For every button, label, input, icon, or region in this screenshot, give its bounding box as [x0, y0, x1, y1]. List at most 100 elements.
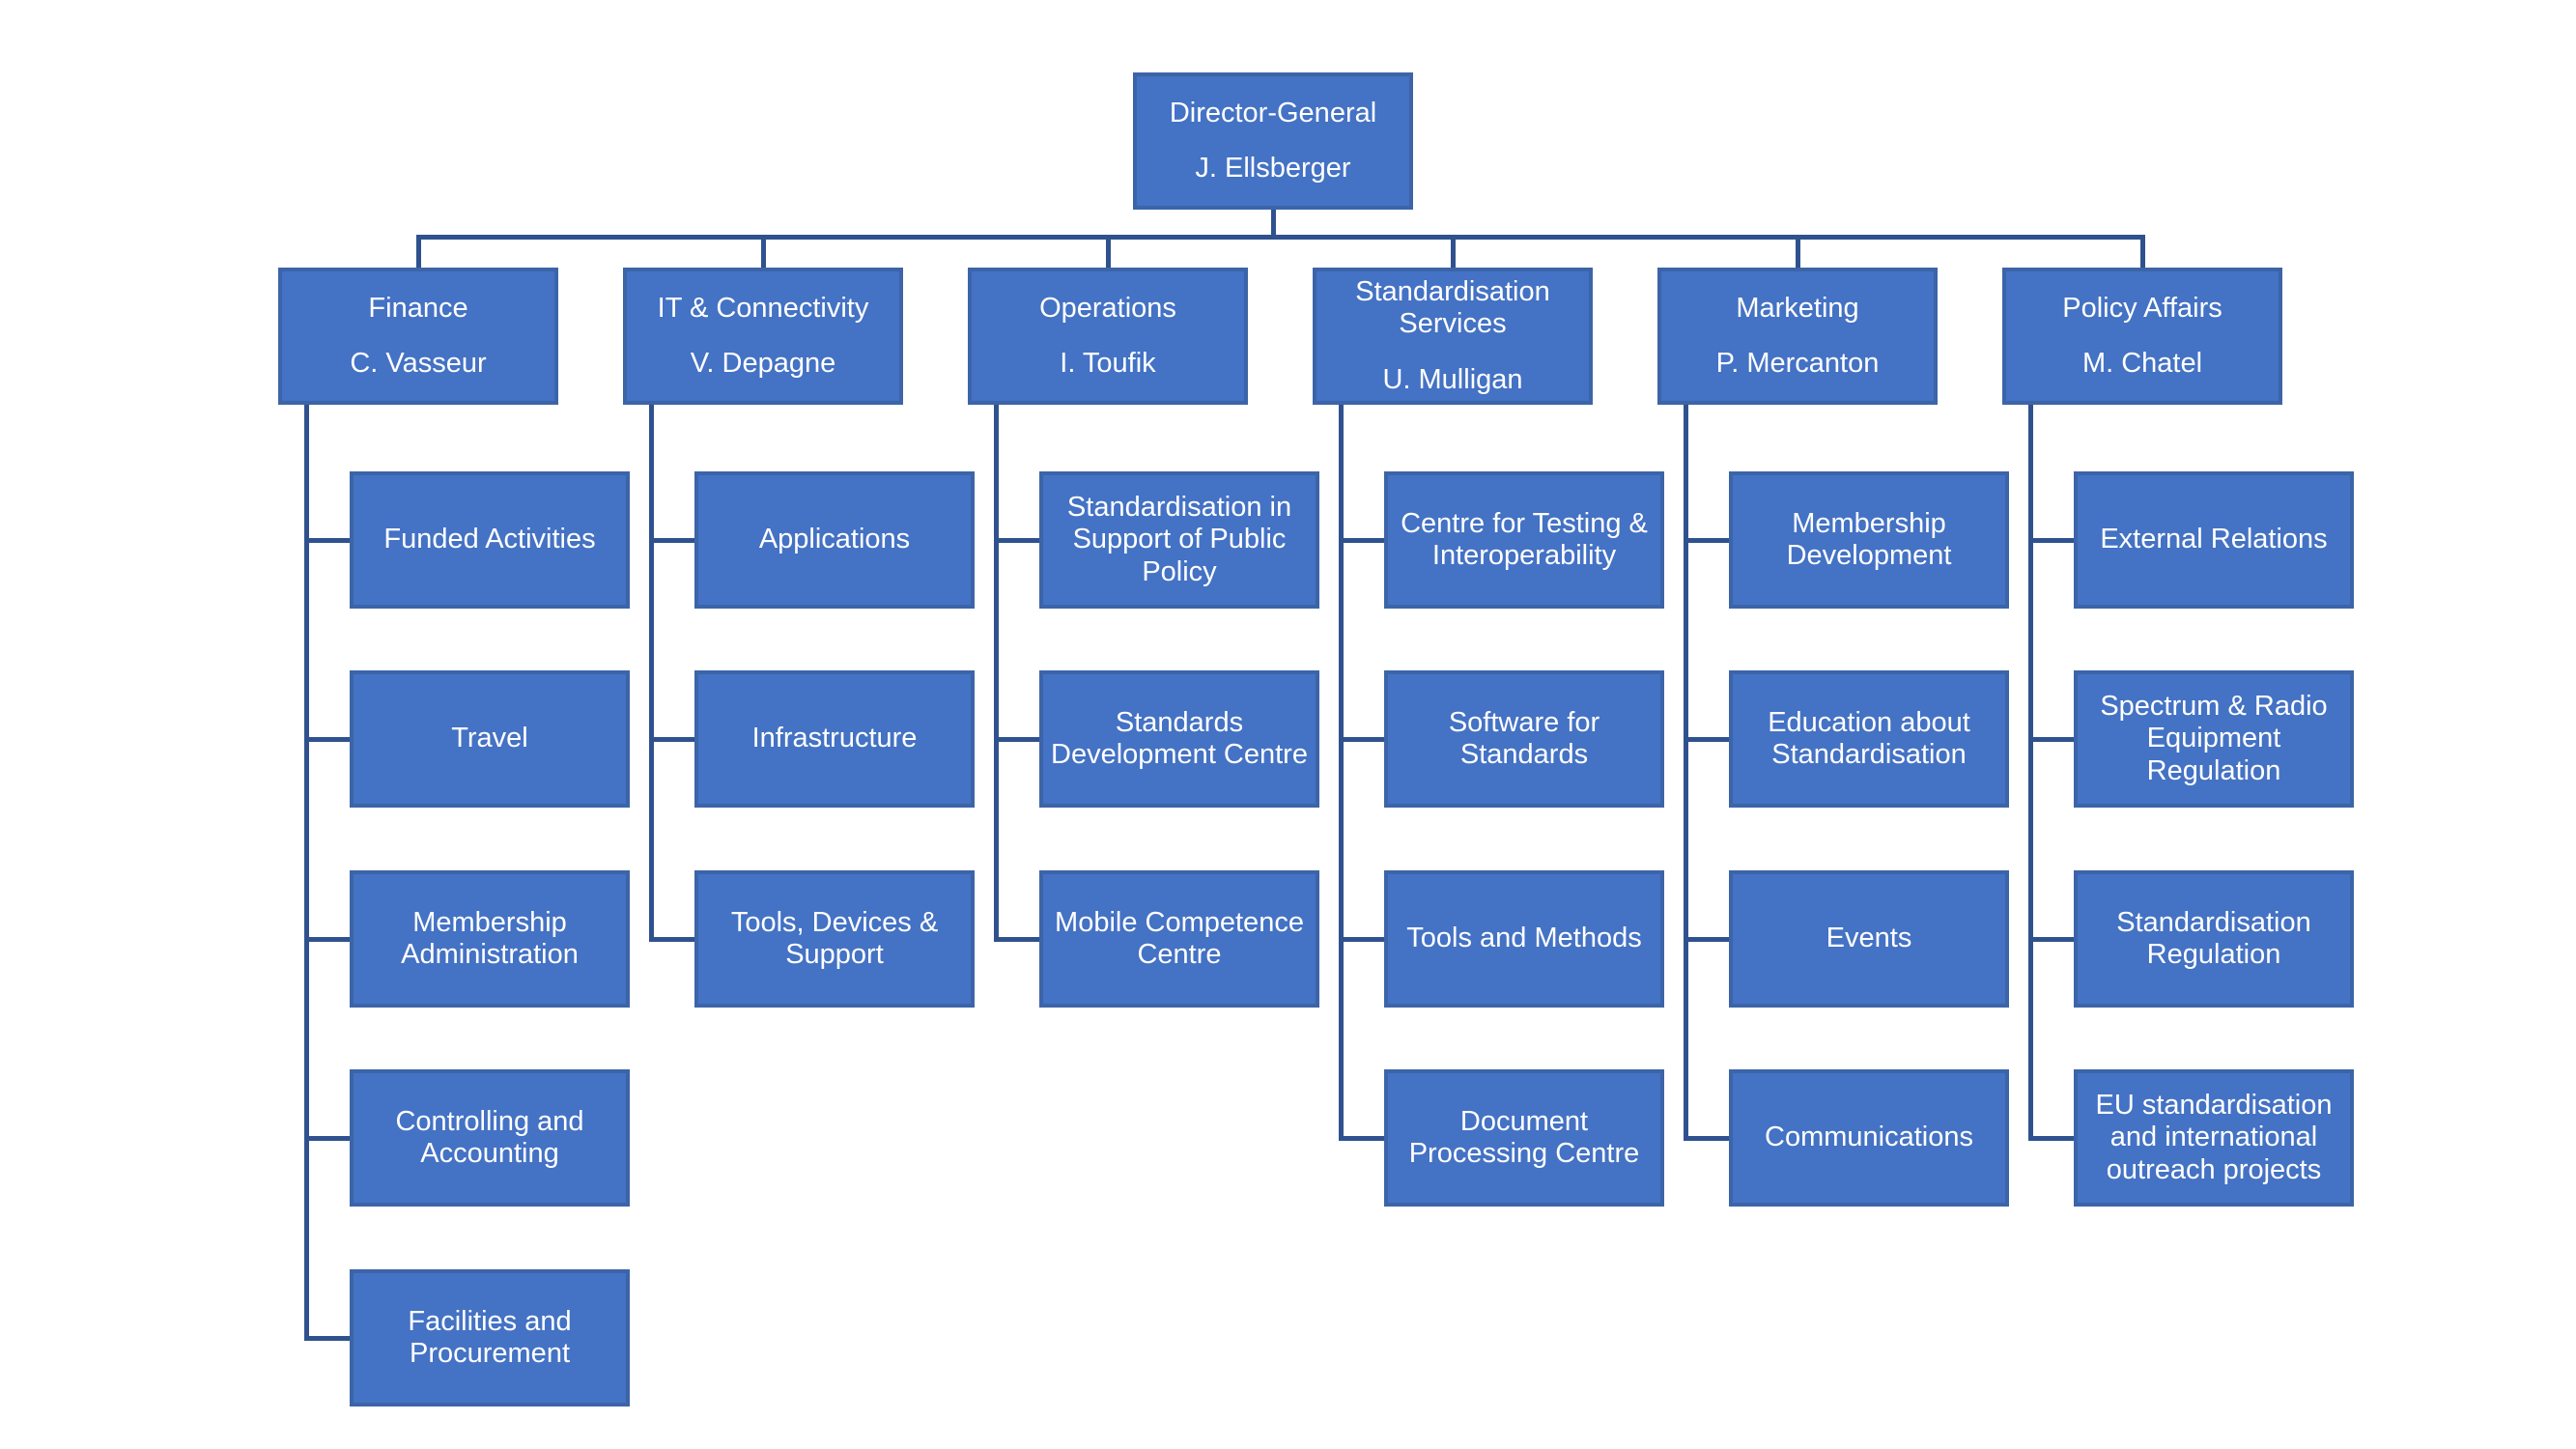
org-box-facilities-and-procurement: Facilities and Procurement — [350, 1269, 630, 1406]
connector-flowline — [415, 235, 2145, 240]
root-person: J. Ellsberger — [1195, 153, 1351, 184]
unit-label: Applications — [758, 524, 911, 555]
org-box-tools-and-methods: Tools and Methods — [1384, 870, 1664, 1008]
org-box-standardisation-regulation: Standardisation Regulation — [2074, 870, 2354, 1008]
unit-label: Tools, Devices & Support — [730, 906, 939, 970]
connector-tick-centre-for-testing-interoperability — [1339, 537, 1384, 543]
connector-tick-tools-devices-support — [649, 936, 694, 942]
dept-title: Finance — [368, 292, 468, 324]
connector-tick-external-relations — [2028, 537, 2074, 543]
dept-title: Policy Affairs — [2062, 292, 2222, 324]
org-box-funded-activities: Funded Activities — [350, 471, 630, 609]
dept-title: IT & Connectivity — [657, 292, 869, 324]
connector-tick-education-about-standardisation — [1684, 736, 1729, 742]
unit-label: EU standardisation and international out… — [2095, 1089, 2333, 1185]
connector-stub-standardisation-services — [1450, 240, 1456, 268]
org-box-eu-standardisation-and-international-outreach-projects: EU standardisation and international out… — [2074, 1069, 2354, 1207]
connector-tick-membership-administration — [304, 936, 350, 942]
unit-label: Centre for Testing & Interoperability — [1401, 507, 1648, 571]
connector-tick-facilities-and-procurement — [304, 1335, 350, 1341]
connector-vline-standardisation-services — [1339, 405, 1344, 1141]
unit-label: Controlling and Accounting — [395, 1105, 584, 1169]
org-box-education-about-standardisation: Education about Standardisation — [1729, 670, 2009, 808]
dept-title: Marketing — [1736, 292, 1859, 324]
connector-tick-standardisation-in-support-of-public-policy — [994, 537, 1039, 543]
connector-tick-applications — [649, 537, 694, 543]
org-box-spectrum-radio-equipment-regulation: Spectrum & Radio Equipment Regulation — [2074, 670, 2354, 808]
unit-label: Communications — [1765, 1122, 1973, 1153]
connector-tick-communications — [1684, 1135, 1729, 1141]
connector-stub-it-connectivity — [760, 240, 766, 268]
connector-tick-eu-standardisation-and-international-outreach-projects — [2028, 1135, 2074, 1141]
org-box-finance: Finance C. Vasseur — [278, 268, 558, 405]
org-box-software-for-standards: Software for Standards — [1384, 670, 1664, 808]
connector-vline-operations — [994, 405, 999, 942]
dept-title: Standardisation Services — [1355, 275, 1550, 340]
unit-label: Events — [1826, 923, 1912, 954]
org-box-document-processing-centre: Document Processing Centre — [1384, 1069, 1664, 1207]
org-box-tools-devices-support: Tools, Devices & Support — [694, 870, 975, 1008]
org-box-events: Events — [1729, 870, 2009, 1008]
connector-stub-finance — [415, 240, 421, 268]
connector-vline-policy-affairs — [2028, 405, 2033, 1141]
org-box-standards-development-centre: Standards Development Centre — [1039, 670, 1319, 808]
dept-title: Operations — [1039, 292, 1176, 324]
dept-person: V. Depagne — [690, 348, 836, 379]
unit-label: Standards Development Centre — [1051, 706, 1308, 770]
unit-label: Education about Standardisation — [1768, 706, 1970, 770]
dept-person: P. Mercanton — [1715, 348, 1880, 379]
unit-label: Mobile Competence Centre — [1055, 906, 1304, 970]
connector-tick-controlling-and-accounting — [304, 1135, 350, 1141]
dept-person: U. Mulligan — [1382, 363, 1523, 395]
org-box-marketing: Marketing P. Mercanton — [1657, 268, 1938, 405]
org-box-director-general: Director-General J. Ellsberger — [1133, 72, 1413, 210]
unit-label: Travel — [451, 723, 528, 754]
org-box-membership-administration: Membership Administration — [350, 870, 630, 1008]
connector-stub-policy-affairs — [2139, 240, 2145, 268]
unit-label: Standardisation in Support of Public Pol… — [1066, 491, 1292, 587]
unit-label: Membership Administration — [401, 906, 579, 970]
dept-person: I. Toufik — [1060, 348, 1156, 379]
org-box-standardisation-services: Standardisation Services U. Mulligan — [1313, 268, 1593, 405]
org-box-it-connectivity: IT & Connectivity V. Depagne — [623, 268, 903, 405]
org-box-external-relations: External Relations — [2074, 471, 2354, 609]
org-box-communications: Communications — [1729, 1069, 2009, 1207]
org-box-standardisation-in-support-of-public-policy: Standardisation in Support of Public Pol… — [1039, 471, 1319, 609]
unit-label: Funded Activities — [383, 524, 596, 555]
dept-person: C. Vasseur — [350, 348, 487, 379]
connector-tick-standards-development-centre — [994, 736, 1039, 742]
connector-vline-marketing — [1684, 405, 1688, 1141]
org-box-infrastructure: Infrastructure — [694, 670, 975, 808]
connector-stub-marketing — [1795, 240, 1800, 268]
unit-label: Document Processing Centre — [1408, 1105, 1640, 1169]
unit-label: Infrastructure — [751, 723, 918, 754]
unit-label: Tools and Methods — [1406, 923, 1642, 954]
org-box-centre-for-testing-interoperability: Centre for Testing & Interoperability — [1384, 471, 1664, 609]
org-box-operations: Operations I. Toufik — [968, 268, 1248, 405]
connector-tick-mobile-competence-centre — [994, 936, 1039, 942]
unit-label: Facilities and Procurement — [408, 1305, 572, 1369]
unit-label: Software for Standards — [1448, 706, 1600, 770]
connector-stub-operations — [1105, 240, 1111, 268]
unit-label: Membership Development — [1786, 507, 1952, 571]
connector-tick-funded-activities — [304, 537, 350, 543]
connector-tick-software-for-standards — [1339, 736, 1384, 742]
org-box-travel: Travel — [350, 670, 630, 808]
root-title: Director-General — [1169, 97, 1377, 128]
unit-label: Spectrum & Radio Equipment Regulation — [2100, 690, 2328, 786]
connector-tick-membership-development — [1684, 537, 1729, 543]
connector-tick-infrastructure — [649, 736, 694, 742]
connector-tick-spectrum-radio-equipment-regulation — [2028, 736, 2074, 742]
connector-tick-standardisation-regulation — [2028, 936, 2074, 942]
org-box-controlling-and-accounting: Controlling and Accounting — [350, 1069, 630, 1207]
connector-vline-finance — [304, 405, 309, 1341]
unit-label: External Relations — [2100, 524, 2328, 555]
org-box-applications: Applications — [694, 471, 975, 609]
connector-root-stub — [1270, 210, 1276, 235]
unit-label: Standardisation Regulation — [2116, 906, 2311, 970]
connector-tick-document-processing-centre — [1339, 1135, 1384, 1141]
connector-vline-it-connectivity — [649, 405, 654, 942]
connector-tick-tools-and-methods — [1339, 936, 1384, 942]
